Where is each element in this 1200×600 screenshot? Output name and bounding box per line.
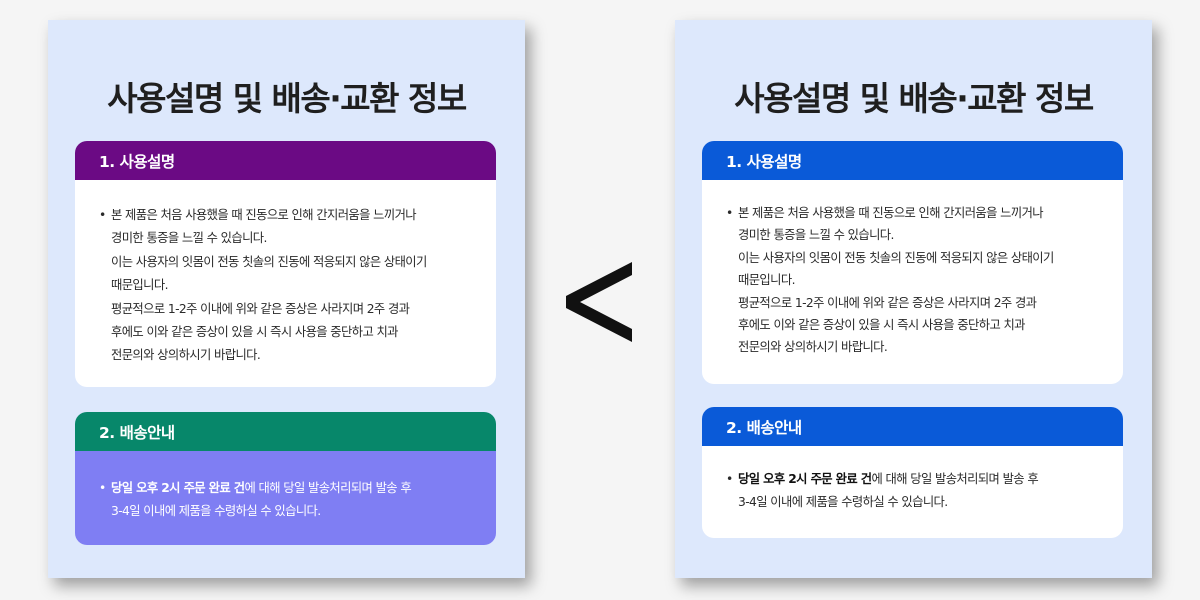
usage-line: 경미한 통증을 느낄 수 있습니다. (738, 228, 894, 243)
page-title: 사용설명 및 배송·교환 정보 (734, 79, 1094, 118)
bullet-icon: • (99, 481, 106, 495)
usage-section: 1. 사용설명 • 본 제품은 처음 사용했을 때 진동으로 인해 간지러움을 … (702, 141, 1123, 384)
section-header-usage: 1. 사용설명 (702, 141, 1123, 180)
shipping-line: 3-4일 이내에 제품을 수령하실 수 있습니다. (111, 504, 321, 519)
shipping-text: 당일 오후 2시 주문 완료 건에 대해 당일 발송처리되며 발송 후 3-4일… (738, 468, 1103, 515)
shipping-line: 당일 오후 2시 주문 완료 건에 대해 당일 발송처리되며 발송 후 (111, 477, 476, 500)
usage-line: 때문입니다. (738, 273, 795, 288)
section-header-shipping: 2. 배송안내 (702, 407, 1123, 446)
usage-line: 평균적으로 1-2주 이내에 위와 같은 증상은 사라지며 2주 경과 (738, 295, 1037, 310)
usage-line: 본 제품은 처음 사용했을 때 진동으로 인해 간지러움을 느끼거나 (738, 206, 1044, 220)
shipping-section-body: • 당일 오후 2시 주문 완료 건에 대해 당일 발송처리되며 발송 후 3-… (702, 446, 1123, 538)
list-item: • 본 제품은 처음 사용했을 때 진동으로 인해 간지러움을 느끼거나 경미한… (726, 202, 1103, 359)
shipping-section: 2. 배송안내 • 당일 오후 2시 주문 완료 건에 대해 당일 발송처리되며… (702, 407, 1123, 538)
usage-line: 후에도 이와 같은 증상이 있을 시 즉시 사용을 중단하고 치과 (738, 318, 1026, 333)
usage-section: 1. 사용설명 • 본 제품은 처음 사용했을 때 진동으로 인해 간지러움을 … (75, 141, 496, 387)
usage-line: 경미한 통증을 느낄 수 있습니다. (111, 231, 267, 246)
bullet-icon: • (726, 472, 733, 486)
list-item: • 당일 오후 2시 주문 완료 건에 대해 당일 발송처리되며 발송 후 3-… (99, 477, 476, 524)
shipping-highlight: 당일 오후 2시 주문 완료 건 (738, 472, 872, 486)
right-info-card: 사용설명 및 배송·교환 정보 1. 사용설명 • 본 제품은 처음 사용했을 … (675, 20, 1152, 578)
usage-line: 이는 사용자의 잇몸이 전동 칫솔의 진동에 적응되지 않은 상태이기 (111, 254, 427, 269)
bullet-icon: • (99, 208, 106, 222)
usage-section-body: • 본 제품은 처음 사용했을 때 진동으로 인해 간지러움을 느끼거나 경미한… (75, 180, 496, 387)
bullet-icon: • (726, 206, 733, 220)
usage-text: 본 제품은 처음 사용했을 때 진동으로 인해 간지러움을 느끼거나 경미한 통… (111, 204, 476, 368)
shipping-line-rest: 에 대해 당일 발송처리되며 발송 후 (871, 472, 1039, 486)
shipping-line: 3-4일 이내에 제품을 수령하실 수 있습니다. (738, 495, 948, 510)
shipping-line-rest: 에 대해 당일 발송처리되며 발송 후 (244, 481, 412, 495)
usage-line: 때문입니다. (111, 278, 168, 293)
left-info-card: 사용설명 및 배송·교환 정보 1. 사용설명 • 본 제품은 처음 사용했을 … (48, 20, 525, 578)
page-title: 사용설명 및 배송·교환 정보 (107, 79, 467, 118)
usage-line: 전문의와 상의하시기 바랍니다. (111, 348, 261, 363)
shipping-section: 2. 배송안내 • 당일 오후 2시 주문 완료 건에 대해 당일 발송처리되며… (75, 412, 496, 545)
usage-line: 평균적으로 1-2주 이내에 위와 같은 증상은 사라지며 2주 경과 (111, 301, 410, 316)
usage-text: 본 제품은 처음 사용했을 때 진동으로 인해 간지러움을 느끼거나 경미한 통… (738, 202, 1103, 359)
shipping-line: 당일 오후 2시 주문 완료 건에 대해 당일 발송처리되며 발송 후 (738, 468, 1103, 491)
section-header-shipping: 2. 배송안내 (75, 412, 496, 451)
section-header-usage: 1. 사용설명 (75, 141, 496, 180)
shipping-section-body: • 당일 오후 2시 주문 완료 건에 대해 당일 발송처리되며 발송 후 3-… (75, 451, 496, 545)
usage-line: 후에도 이와 같은 증상이 있을 시 즉시 사용을 중단하고 치과 (111, 325, 399, 340)
shipping-highlight: 당일 오후 2시 주문 완료 건 (111, 481, 245, 495)
shipping-text: 당일 오후 2시 주문 완료 건에 대해 당일 발송처리되며 발송 후 3-4일… (111, 477, 476, 524)
less-than-icon (566, 262, 632, 342)
usage-line: 본 제품은 처음 사용했을 때 진동으로 인해 간지러움을 느끼거나 (111, 208, 417, 222)
usage-line: 이는 사용자의 잇몸이 전동 칫솔의 진동에 적응되지 않은 상태이기 (738, 250, 1054, 265)
usage-line: 전문의와 상의하시기 바랍니다. (738, 340, 888, 355)
list-item: • 본 제품은 처음 사용했을 때 진동으로 인해 간지러움을 느끼거나 경미한… (99, 204, 476, 368)
usage-section-body: • 본 제품은 처음 사용했을 때 진동으로 인해 간지러움을 느끼거나 경미한… (702, 180, 1123, 384)
list-item: • 당일 오후 2시 주문 완료 건에 대해 당일 발송처리되며 발송 후 3-… (726, 468, 1103, 515)
